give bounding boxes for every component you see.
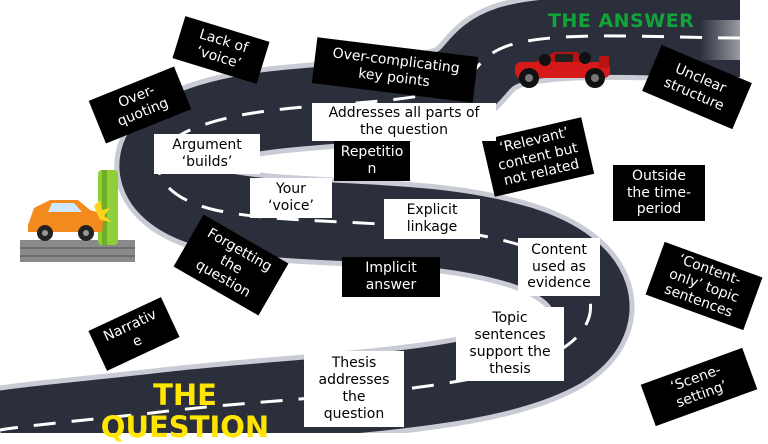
label-thesis-addresses: Thesis addresses the question	[304, 351, 404, 427]
label-addresses-all-parts: Addresses all parts of the question	[312, 103, 496, 141]
label-implicit-answer: Implicit answer	[342, 257, 440, 297]
label-repetition: Repetitio n	[334, 141, 410, 181]
label-topic-sentences: Topic sentences support the thesis	[456, 307, 564, 381]
label-content-evidence: Content used as evidence	[518, 238, 600, 296]
race-car-icon	[515, 52, 610, 88]
crashed-car-icon	[20, 170, 135, 262]
answer-title: THE ANSWER	[548, 10, 695, 32]
question-title: THE QUESTION	[100, 378, 270, 444]
label-explicit-linkage: Explicit linkage	[384, 199, 480, 239]
label-outside-time-period: Outside the time- period	[613, 165, 705, 221]
label-argument-builds: Argument ‘builds’	[154, 134, 260, 174]
label-your-voice: Your ‘voice’	[250, 178, 332, 218]
